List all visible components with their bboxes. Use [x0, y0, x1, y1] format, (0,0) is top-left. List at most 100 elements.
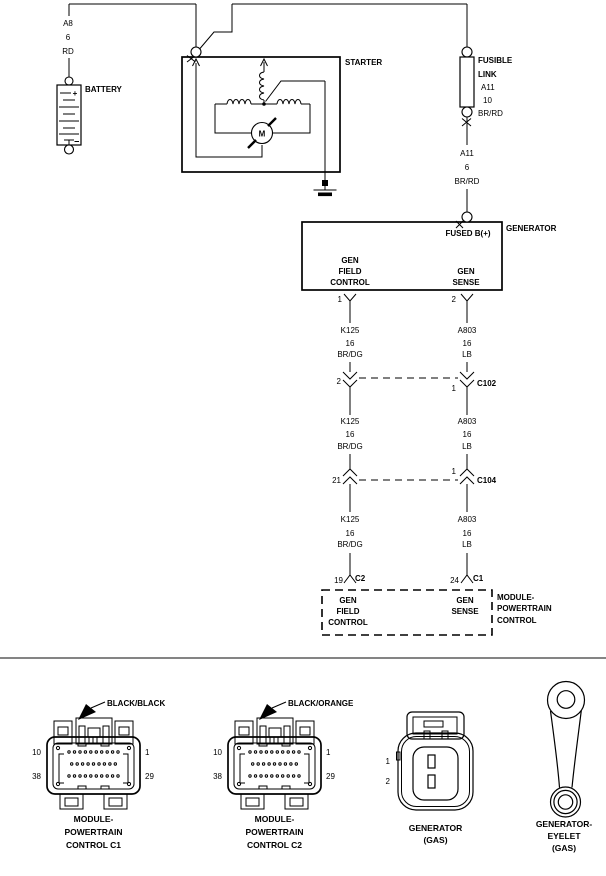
- generator-pin-1-icon: [343, 293, 357, 308]
- connector-view-generator-eyelet: GENERATOR- EYELET (GAS): [536, 680, 593, 853]
- sense-wire-color: LB: [462, 540, 472, 549]
- generator-field-label-1: GEN: [341, 256, 359, 265]
- c1-pin-bottom-right: 29: [145, 772, 154, 781]
- c1-callout: BLACK/BLACK: [107, 699, 165, 708]
- generator-pin-2-icon: [460, 293, 474, 308]
- connector-c102: 2 1 C102: [337, 371, 497, 393]
- generator-sense-label-2: SENSE: [452, 278, 480, 287]
- field-coil-left-icon: [226, 99, 252, 105]
- eyelet-caption-1: GENERATOR-: [536, 819, 593, 829]
- motor-brush-ticks-icon: [247, 117, 277, 149]
- starter-box: [181, 56, 341, 173]
- field-circuit-wire: K125 16 BR/DG K125 16 BR/DG K125 16 BR/D…: [337, 308, 363, 575]
- pcm-field-label-3: CONTROL: [328, 618, 368, 627]
- splice-tick-icon: [455, 220, 464, 229]
- fusible-link-name-2: LINK: [478, 70, 497, 79]
- eyelet-caption-2: EYELET: [547, 831, 581, 841]
- field-wire-gauge: 16: [346, 339, 355, 348]
- generator-pin-2: 2: [452, 295, 457, 304]
- sense-circuit-wire: A803 16 LB A803 16 LB A803 16 LB: [458, 308, 477, 575]
- generator-field-label-3: CONTROL: [330, 278, 370, 287]
- fusible-link-top-terminal: [461, 46, 473, 58]
- c2-caption-1: MODULE-: [255, 814, 295, 824]
- sense-wire-circuit: A803: [458, 326, 477, 335]
- generator-connector-drawing: [396, 711, 474, 811]
- pcm-c1-pin-icon: [460, 574, 474, 584]
- battery-negative-terminal: [63, 144, 75, 155]
- pcm-name-1: MODULE-: [497, 593, 535, 602]
- c102-right-pin: 1: [452, 384, 457, 393]
- sense-wire-color: LB: [462, 442, 472, 451]
- connector-view-pcm-c1: BLACK/BLACK 10 1 38 29 MODULE- POWERTRAI…: [32, 699, 165, 850]
- c104-left-connector-icon: [342, 468, 358, 485]
- c1-pin-top-left: 10: [32, 748, 41, 757]
- fusible-link-name-1: FUSIBLE: [478, 56, 513, 65]
- pcm-name-2: POWERTRAIN: [497, 604, 552, 613]
- sense-wire-color: LB: [462, 350, 472, 359]
- c102-left-connector-icon: [342, 371, 358, 388]
- c1-caption-2: POWERTRAIN: [64, 827, 122, 837]
- splice-tick-icon: [461, 118, 472, 127]
- gas-caption-1: GENERATOR: [409, 823, 463, 833]
- c1-caption-3: CONTROL C1: [66, 840, 121, 850]
- c104-left-pin: 21: [332, 476, 341, 485]
- power-bus: [69, 3, 467, 63]
- gas-pin-2: 2: [386, 777, 391, 786]
- pcm-right-pin: 24: [450, 576, 459, 585]
- gas-caption-2: (GAS): [423, 835, 447, 845]
- powertrain-control-module: 19 C2 24 C1 GEN FIELD CONTROL GEN SENSE …: [321, 574, 552, 636]
- c2-pin-top-left: 10: [213, 748, 222, 757]
- c2-pin-bottom-right: 29: [326, 772, 335, 781]
- battery-positive-terminal: [64, 76, 74, 86]
- sense-wire-circuit: A803: [458, 515, 477, 524]
- battery-wire-color: RD: [62, 47, 74, 56]
- gas-pin-1: 1: [386, 757, 391, 766]
- sense-wire-gauge: 16: [463, 529, 472, 538]
- solenoid-coil-icon: [259, 71, 265, 104]
- connector-c104: 21 1 C104: [332, 467, 497, 485]
- generator-field-label-2: FIELD: [338, 267, 361, 276]
- pcm-name-3: CONTROL: [497, 616, 537, 625]
- pcm-connector-drawing: [46, 701, 141, 810]
- connector-view-generator-gas: 1 2 GENERATOR (GAS): [386, 711, 474, 845]
- fusible-link-body: [459, 56, 475, 108]
- field-wire-gauge: 16: [346, 430, 355, 439]
- battery-symbol: [56, 84, 82, 146]
- generator-sense-label-1: GEN: [457, 267, 475, 276]
- sense-wire-gauge: 16: [463, 430, 472, 439]
- c104-right-pin: 1: [452, 467, 457, 476]
- connector-view-pcm-c2: BLACK/ORANGE 10 1 38 29 MODULE- POWERTRA…: [213, 699, 354, 850]
- eyelet-caption-3: (GAS): [552, 843, 576, 853]
- gen-feed-circuit: A11: [460, 149, 474, 158]
- fusible-link-color: BR/RD: [478, 109, 503, 118]
- field-wire-circuit: K125: [341, 326, 360, 335]
- generator-bplus-terminal: [461, 211, 473, 223]
- gen-feed-color: BR/RD: [455, 177, 480, 186]
- c2-caption-2: POWERTRAIN: [245, 827, 303, 837]
- pcm-field-label-2: FIELD: [336, 607, 359, 616]
- pcm-connector-drawing: [227, 701, 322, 810]
- battery-label: BATTERY: [85, 85, 123, 94]
- generator-pin-1: 1: [338, 295, 343, 304]
- field-wire-color: BR/DG: [337, 540, 362, 549]
- starter-bplus-terminal: [190, 46, 202, 58]
- field-wire-color: BR/DG: [337, 350, 362, 359]
- pcm-box: [321, 589, 493, 636]
- starter: STARTER M: [181, 46, 382, 197]
- pcm-field-label-1: GEN: [339, 596, 357, 605]
- c104-right-connector-icon: [459, 468, 475, 485]
- generator-box: [301, 221, 503, 291]
- gen-feed-gauge: 6: [465, 163, 470, 172]
- c2-callout: BLACK/ORANGE: [288, 699, 354, 708]
- generator: GENERATOR FUSED B(+) GEN FIELD CONTROL G…: [301, 211, 557, 308]
- ground-symbol-icon: [313, 172, 337, 197]
- battery-plus-sign: +: [73, 89, 78, 98]
- c102-right-connector-icon: [459, 371, 475, 388]
- battery-wire-circuit: A8: [63, 19, 73, 28]
- fusible-link-gauge: 10: [483, 96, 492, 105]
- starter-motor-symbol: [250, 121, 274, 145]
- pcm-left-pin: 19: [334, 576, 343, 585]
- pcm-right-connector: C1: [473, 574, 484, 583]
